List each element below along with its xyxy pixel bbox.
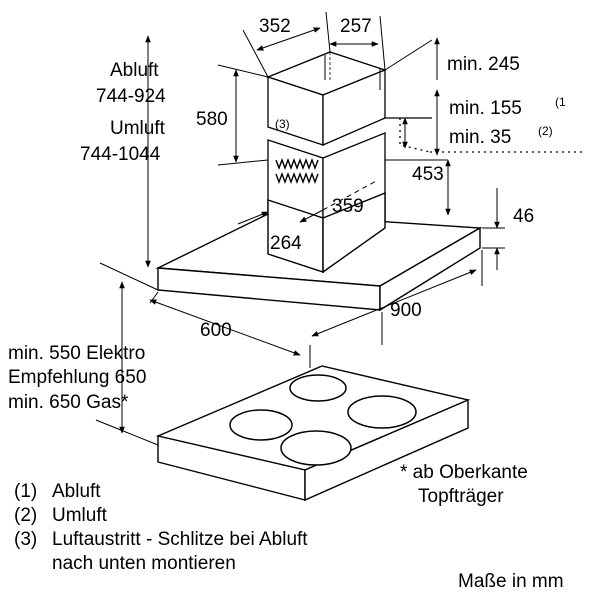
units-label: Maße in mm [458, 571, 564, 592]
height-label-umluft: Umluft [110, 118, 166, 139]
vent-marker: (3) [275, 117, 290, 131]
dim-offset-264: 264 [270, 233, 302, 254]
legend-num: (2) [14, 505, 38, 526]
cooktop [155, 365, 471, 502]
legend-text: Luftaustritt - Schlitze bei Abluft [52, 529, 308, 550]
dimension-lines [95, 11, 505, 446]
dim-min-155: min. 155 [449, 98, 522, 119]
legend-text: Umluft [52, 505, 107, 526]
height-label-abluft: Abluft [110, 60, 159, 81]
dim-min-35: min. 35 [449, 127, 511, 148]
legend-num [14, 552, 52, 576]
dim-sup-2: (2) [538, 124, 553, 138]
dim-thickness: 46 [513, 206, 534, 227]
dim-chimney-width: 352 [259, 16, 291, 37]
legend: (1) Abluft (2) Umluft (3) Luftaustritt -… [14, 480, 308, 576]
legend-item: (2) Umluft [14, 504, 308, 528]
legend-item: nach unten montieren [14, 552, 308, 576]
dim-hood-width: 900 [390, 300, 422, 321]
legend-text: nach unten montieren [52, 553, 236, 574]
legend-num: (1) [14, 481, 38, 502]
height-range-abluft: 744-924 [96, 86, 166, 107]
legend-item: (1) Abluft [14, 480, 308, 504]
vent-slits [275, 158, 319, 184]
footnote-line1: * ab Oberkante [400, 462, 528, 483]
dim-offset-359: 359 [332, 196, 364, 217]
dim-offset-453: 453 [412, 164, 444, 185]
dim-min-top: min. 245 [447, 54, 520, 75]
cooktop-burners [229, 374, 417, 466]
clearance-recommended: Empfehlung 650 [8, 367, 146, 388]
reference-lines [385, 117, 582, 153]
legend-text: Abluft [52, 481, 101, 502]
chimney-upper [266, 51, 387, 146]
dim-hood-depth: 600 [200, 320, 232, 341]
dim-sup-1: (1 [555, 95, 566, 109]
clearance-gas: min. 650 Gas* [8, 392, 129, 413]
footnote-line2: Topfträger [418, 486, 504, 507]
legend-num: (3) [14, 529, 38, 550]
dim-chimney-depth: 257 [340, 16, 372, 37]
dim-chimney-height: 580 [196, 109, 228, 130]
clearance-electric: min. 550 Elektro [8, 343, 145, 364]
height-range-umluft: 744-1044 [80, 144, 161, 165]
legend-item: (3) Luftaustritt - Schlitze bei Abluft [14, 528, 308, 552]
